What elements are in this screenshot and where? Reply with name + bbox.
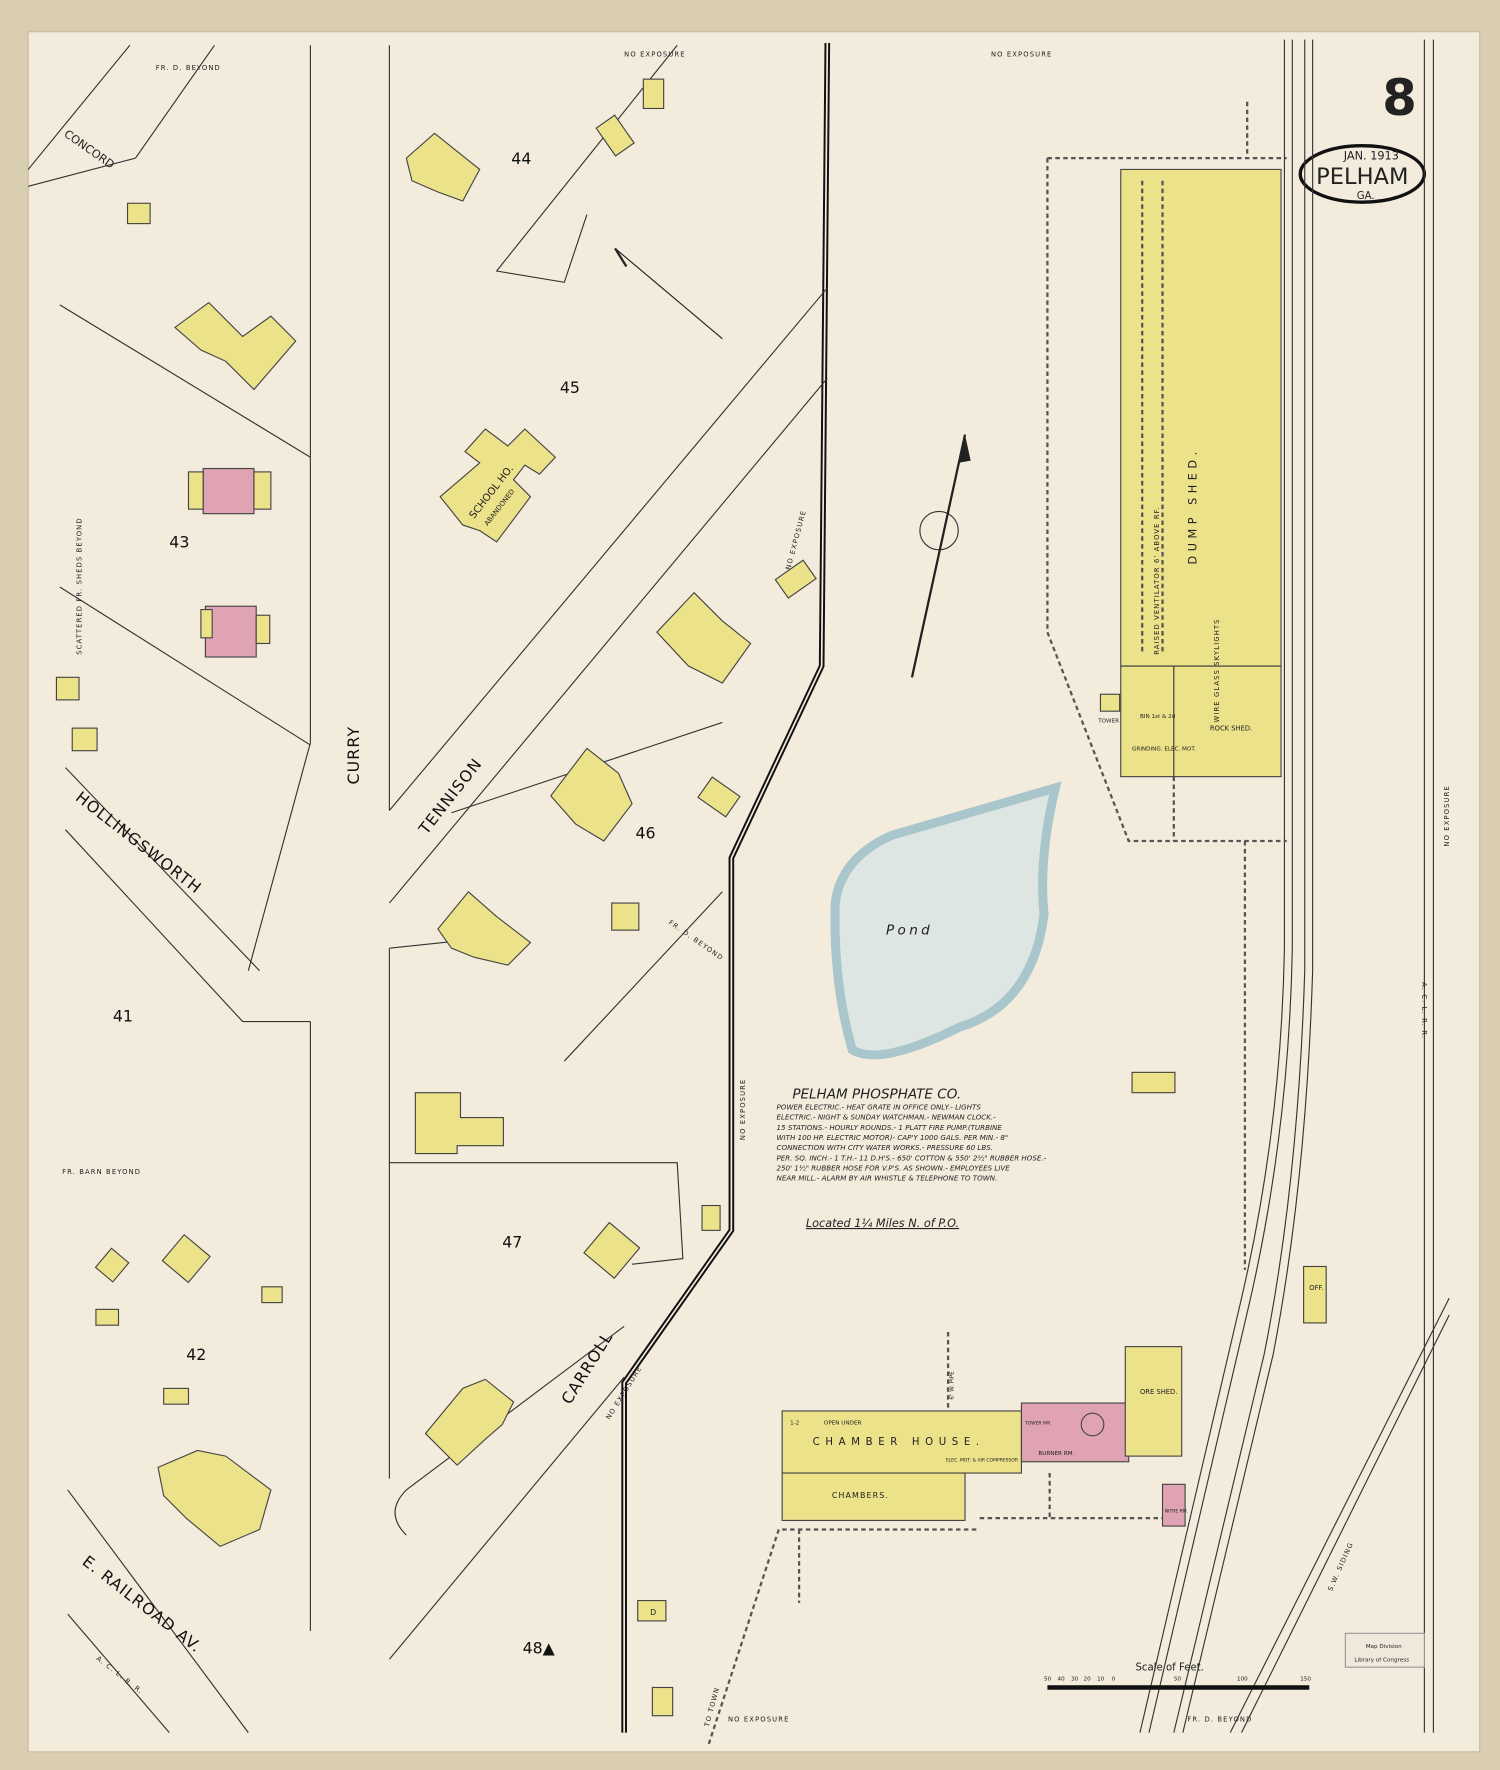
tower-room-label: TOWER RM. <box>1024 1421 1052 1427</box>
no-exposure-bottom: NO EXPOSURE <box>728 1715 790 1723</box>
library-stamp: Map Division Library of Congress <box>1344 1632 1425 1668</box>
svg-text:PER. SQ. INCH.- 1 T.H.- 11 D.H: PER. SQ. INCH.- 1 T.H.- 11 D.H'S.- 650' … <box>777 1153 1047 1162</box>
fr-d-beyond-bottom: FR. D. BEYOND <box>1187 1715 1252 1723</box>
no-exposure-vertical: NO EXPOSURE <box>739 1079 747 1141</box>
dwelling-label: D <box>650 1608 656 1617</box>
svg-text:NEAR MILL.- ALARM BY AIR WHIST: NEAR MILL.- ALARM BY AIR WHISTLE & TELEP… <box>777 1174 998 1183</box>
scale-tick: 40 <box>1058 1677 1066 1683</box>
scale-tick: 100 <box>1237 1677 1248 1683</box>
svg-text:POWER ELECTRIC.- HEAT GRATE IN: POWER ELECTRIC.- HEAT GRATE IN OFFICE ON… <box>777 1103 982 1112</box>
burner-room <box>1020 1402 1130 1463</box>
nitre-room <box>1161 1483 1186 1527</box>
dump-shed-label: DUMP SHED. <box>1186 447 1199 564</box>
state-name: GA. <box>1357 191 1375 202</box>
ore-shed-label: ORE SHED. <box>1140 1388 1177 1396</box>
open-under-label: OPEN UNDER <box>824 1421 862 1427</box>
nitre-label: NITRE RM. <box>1165 1509 1188 1515</box>
compass-rose-icon <box>910 434 971 678</box>
sheet-date: JAN. 1913 <box>1343 149 1399 162</box>
block-41: 41 <box>113 1007 133 1026</box>
company-description: POWER ELECTRIC.- HEAT GRATE IN OFFICE ON… <box>777 1103 1047 1183</box>
chamber-house-label: CHAMBER HOUSE. <box>813 1437 985 1448</box>
north-arrow-icon <box>614 247 723 340</box>
street-curry: CURRY <box>344 726 363 785</box>
ore-shed <box>1124 1346 1183 1457</box>
dwellings <box>55 78 1327 1717</box>
no-exposure-right: NO EXPOSURE <box>1443 785 1451 847</box>
skylights-label: WIRE GLASS SKYLIGHTS <box>1213 618 1221 722</box>
scale-tick: 30 <box>1071 1677 1079 1683</box>
pond <box>830 781 1062 1060</box>
scattered-sheds: SCATTERED FR. SHEDS BEYOND <box>75 517 83 654</box>
fr-barn-beyond: FR. BARN BEYOND <box>62 1168 141 1176</box>
svg-text:250' 1½" RUBBER HOSE FOR V.P'S: 250' 1½" RUBBER HOSE FOR V.P'S. AS SHOWN… <box>777 1164 1011 1173</box>
block-43: 43 <box>169 533 189 552</box>
office-label: OFF. <box>1309 1284 1323 1292</box>
stories-label: 1-2 <box>790 1421 800 1427</box>
water-pipes <box>707 101 1287 1745</box>
railroad-tracks <box>1139 39 1450 1733</box>
chambers <box>781 1472 966 1522</box>
aclrr-right-label: A. C. L. R. R. <box>1420 982 1428 1039</box>
no-exposure-top-left: NO EXPOSURE <box>624 51 686 59</box>
scale-tick: 150 <box>1300 1677 1311 1683</box>
ventilator-label: RAISED VENTILATOR 6' ABOVE RF. <box>1153 506 1161 655</box>
block-numbers: 41 42 43 44 45 46 47 48▲ <box>113 149 656 1658</box>
location-note: Located 1¼ Miles N. of P.O. <box>806 1217 959 1230</box>
street-lines <box>27 44 828 1733</box>
scale-tick: 20 <box>1084 1677 1092 1683</box>
burner-label: BURNER RM. <box>1038 1451 1074 1457</box>
pond-label: Pond <box>886 923 933 939</box>
rock-shed-label: ROCK SHED. <box>1210 724 1252 732</box>
svg-text:ELECTRIC.- NIGHT & SUNDAY WATC: ELECTRIC.- NIGHT & SUNDAY WATCHMAN.- NEW… <box>777 1113 997 1122</box>
block-46: 46 <box>635 824 655 843</box>
scale-tick: 10 <box>1097 1677 1105 1683</box>
scale-tick: 50 <box>1044 1677 1052 1683</box>
elec-mot-label: ELEC. MOT. & AIR COMPRESSOR <box>946 1458 1018 1464</box>
no-exposure-top-right: NO EXPOSURE <box>991 51 1053 59</box>
scale-title: Scale of Feet. <box>1135 1663 1203 1674</box>
tower-label: TOWER <box>1097 718 1119 724</box>
block-48: 48▲ <box>523 1639 556 1658</box>
chambers-label: CHAMBERS. <box>832 1491 889 1500</box>
dump-shed <box>1120 168 1282 778</box>
town-name: PELHAM <box>1316 164 1408 190</box>
block-47: 47 <box>502 1232 522 1251</box>
fr-d-beyond-top: FR. D. BEYOND <box>156 64 221 72</box>
stamp-line1: Map Division <box>1366 1644 1402 1650</box>
scale-tick: 50 <box>1174 1677 1182 1683</box>
company-name: PELHAM PHOSPHATE CO. <box>792 1086 961 1102</box>
bin-label: BIN 1st & 2d <box>1140 714 1176 720</box>
pipe-label: 6" W. PIPE <box>950 1371 956 1400</box>
block-42: 42 <box>186 1345 206 1364</box>
sheet-number: 8 <box>1382 69 1417 127</box>
svg-text:15 STATIONS.- HOURLY ROUNDS.-: 15 STATIONS.- HOURLY ROUNDS.- 1 PLATT FI… <box>777 1123 1003 1132</box>
scale-tick: 0 <box>1112 1677 1116 1683</box>
svg-text:WITH 100 HP. ELECTRIC MOTOR)-: WITH 100 HP. ELECTRIC MOTOR)- CAP'Y 1000… <box>777 1133 1009 1142</box>
block-45: 45 <box>560 378 580 397</box>
svg-text:CONNECTION WITH CITY WATER WOR: CONNECTION WITH CITY WATER WORKS.- PRESS… <box>777 1143 994 1152</box>
stamp-line2: Library of Congress <box>1354 1658 1409 1664</box>
scale-bar: Scale of Feet. 50 40 30 20 10 0 50 100 1… <box>1044 1663 1311 1690</box>
grinding-label: GRINDING. ELEC. MOT. <box>1132 747 1196 753</box>
block-44: 44 <box>511 149 531 168</box>
